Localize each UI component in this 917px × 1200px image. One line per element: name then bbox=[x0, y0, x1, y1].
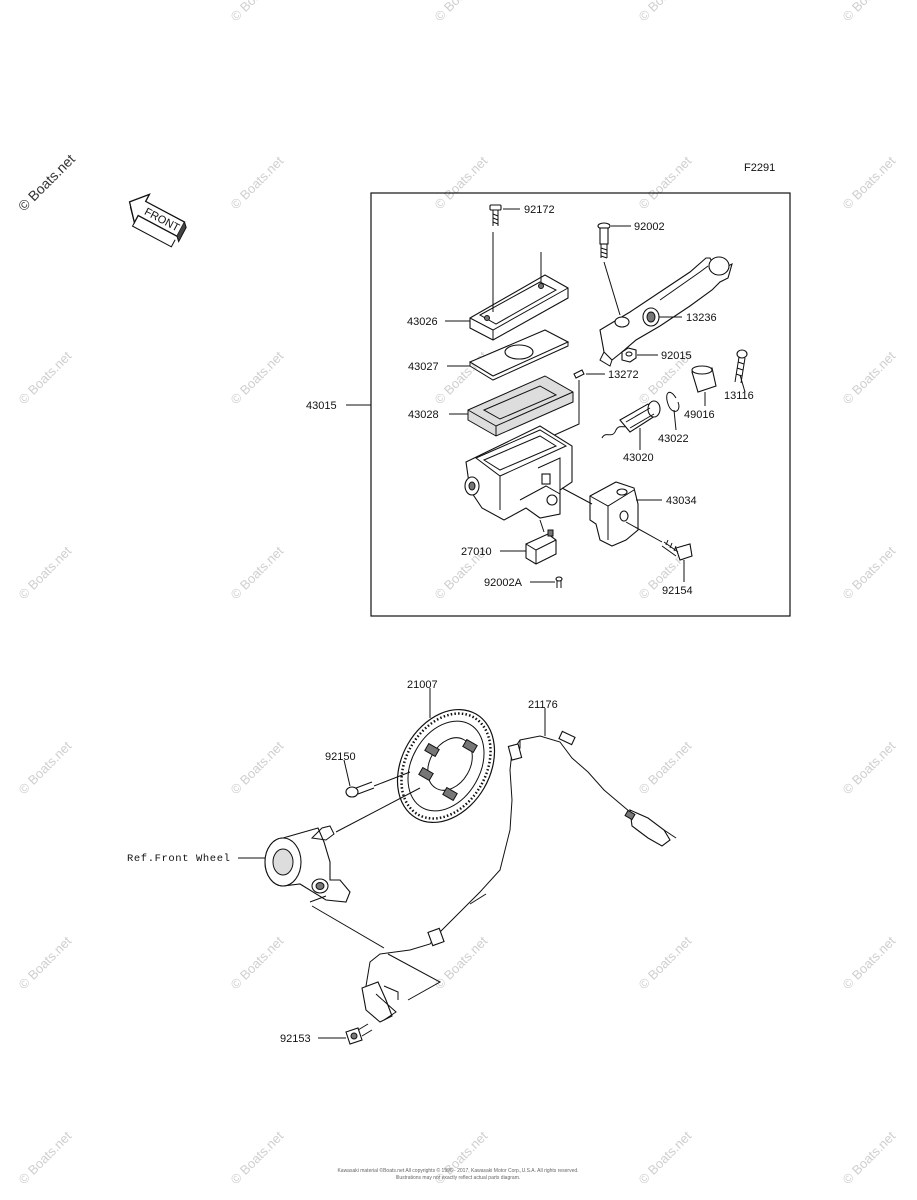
footer-disclaimer: Illustrations may not exactly reflect ac… bbox=[396, 1175, 521, 1181]
part-43028-diaphragm bbox=[467, 375, 574, 437]
label-21007: 21007 bbox=[407, 679, 438, 691]
part-92153-bolt bbox=[345, 1023, 373, 1045]
watermark: © Boats.net bbox=[840, 543, 899, 602]
watermark: © Boats.net bbox=[432, 153, 491, 212]
part-92015-nut bbox=[621, 347, 637, 363]
watermark: © Boats.net bbox=[636, 0, 695, 24]
part-92154-bolt bbox=[661, 539, 693, 561]
watermark: © Boats.net bbox=[840, 348, 899, 407]
label-13116: 13116 bbox=[724, 390, 754, 402]
part-92002a-screw bbox=[555, 576, 563, 588]
part-43020-piston-kit bbox=[601, 400, 661, 439]
label-43027: 43027 bbox=[408, 361, 439, 373]
part-21176-sensor-harness bbox=[361, 730, 677, 1023]
watermark: © Boats.net bbox=[228, 738, 287, 797]
part-49016-boot bbox=[691, 365, 717, 393]
watermark: © Boats.net bbox=[228, 153, 287, 212]
guide-rotor-hub bbox=[335, 787, 421, 833]
part-21007-rotor bbox=[396, 708, 496, 824]
label-92002a: 92002A bbox=[484, 577, 523, 589]
label-92150: 92150 bbox=[325, 751, 356, 763]
figure-code: F2291 bbox=[744, 162, 775, 174]
label-92002: 92002 bbox=[634, 221, 665, 233]
watermark: © Boats.net bbox=[228, 1128, 287, 1187]
front-arrow: FRONT bbox=[128, 193, 187, 248]
part-13272-pin bbox=[573, 369, 585, 379]
watermark: © Boats.net bbox=[840, 153, 899, 212]
watermark: © Boats.net bbox=[16, 348, 75, 407]
watermark: © Boats.net bbox=[636, 1128, 695, 1187]
guide-43034 bbox=[561, 487, 593, 505]
watermark: © Boats.net bbox=[432, 0, 491, 24]
label-92153: 92153 bbox=[280, 1033, 311, 1045]
label-92015: 92015 bbox=[661, 350, 692, 362]
watermark: © Boats.net bbox=[16, 933, 75, 992]
watermark: © Boats.net bbox=[228, 348, 287, 407]
watermark: © Boats.net bbox=[636, 933, 695, 992]
part-92172-screw bbox=[489, 204, 502, 226]
watermark: © Boats.net bbox=[840, 933, 899, 992]
watermark: © Boats.net bbox=[228, 933, 287, 992]
leader-13116 bbox=[739, 374, 746, 393]
label-ref-front-wheel: Ref.Front Wheel bbox=[127, 853, 231, 865]
label-43034: 43034 bbox=[666, 495, 697, 507]
part-27010-switch bbox=[525, 529, 557, 565]
part-92002-pivot-bolt bbox=[597, 222, 611, 259]
watermark: © Boats.net bbox=[840, 738, 899, 797]
guide-92154 bbox=[625, 521, 663, 543]
part-lever bbox=[599, 256, 733, 367]
part-front-wheel-hub bbox=[264, 825, 351, 903]
label-92172: 92172 bbox=[524, 204, 555, 216]
bracket-guide-2 bbox=[311, 905, 442, 1001]
guide-92150 bbox=[373, 771, 411, 787]
part-13236-bushing bbox=[642, 307, 660, 327]
watermark: © Boats.net bbox=[16, 543, 75, 602]
label-43028: 43028 bbox=[408, 409, 439, 421]
watermark: © Boats.net bbox=[840, 1128, 899, 1187]
footer-copyright: Kawasaki material ©Boats.net All copyrig… bbox=[337, 1167, 578, 1174]
guide-27010 bbox=[539, 519, 545, 533]
label-43020: 43020 bbox=[623, 452, 654, 464]
watermark-logo: © Boats.net bbox=[15, 151, 78, 214]
part-43027-plate bbox=[468, 329, 570, 381]
label-43022: 43022 bbox=[658, 433, 689, 445]
watermark: © Boats.net bbox=[840, 0, 899, 24]
label-27010: 27010 bbox=[461, 546, 492, 558]
watermark: © Boats.net bbox=[16, 1128, 75, 1187]
watermark: © Boats.net bbox=[636, 153, 695, 212]
watermark: © Boats.net bbox=[16, 738, 75, 797]
guide-lines bbox=[492, 232, 542, 312]
part-92150-bolt bbox=[345, 781, 375, 798]
watermark: © Boats.net bbox=[228, 543, 287, 602]
guide-92002 bbox=[603, 261, 621, 316]
part-master-cylinder-body bbox=[464, 425, 573, 521]
part-43022-circlip bbox=[666, 391, 680, 412]
label-13272: 13272 bbox=[608, 369, 639, 381]
watermark-layer: © Boats.net © Boats.net © Boats.net © Bo… bbox=[15, 0, 899, 1187]
part-43026-cap bbox=[469, 274, 569, 341]
bracket-guide bbox=[309, 895, 327, 903]
leader-43022 bbox=[673, 409, 677, 431]
label-43015: 43015 bbox=[306, 400, 337, 412]
label-49016: 49016 bbox=[684, 409, 715, 421]
label-43026: 43026 bbox=[407, 316, 438, 328]
watermark: © Boats.net bbox=[228, 0, 287, 24]
label-13236: 13236 bbox=[686, 312, 717, 324]
leader-92150 bbox=[343, 759, 351, 787]
label-21176: 21176 bbox=[528, 699, 558, 711]
label-92154: 92154 bbox=[662, 585, 693, 597]
assembly-frame bbox=[370, 192, 791, 617]
watermark: © Boats.net bbox=[636, 738, 695, 797]
part-43034-clamp bbox=[589, 481, 639, 547]
part-13116-screw bbox=[734, 349, 748, 384]
